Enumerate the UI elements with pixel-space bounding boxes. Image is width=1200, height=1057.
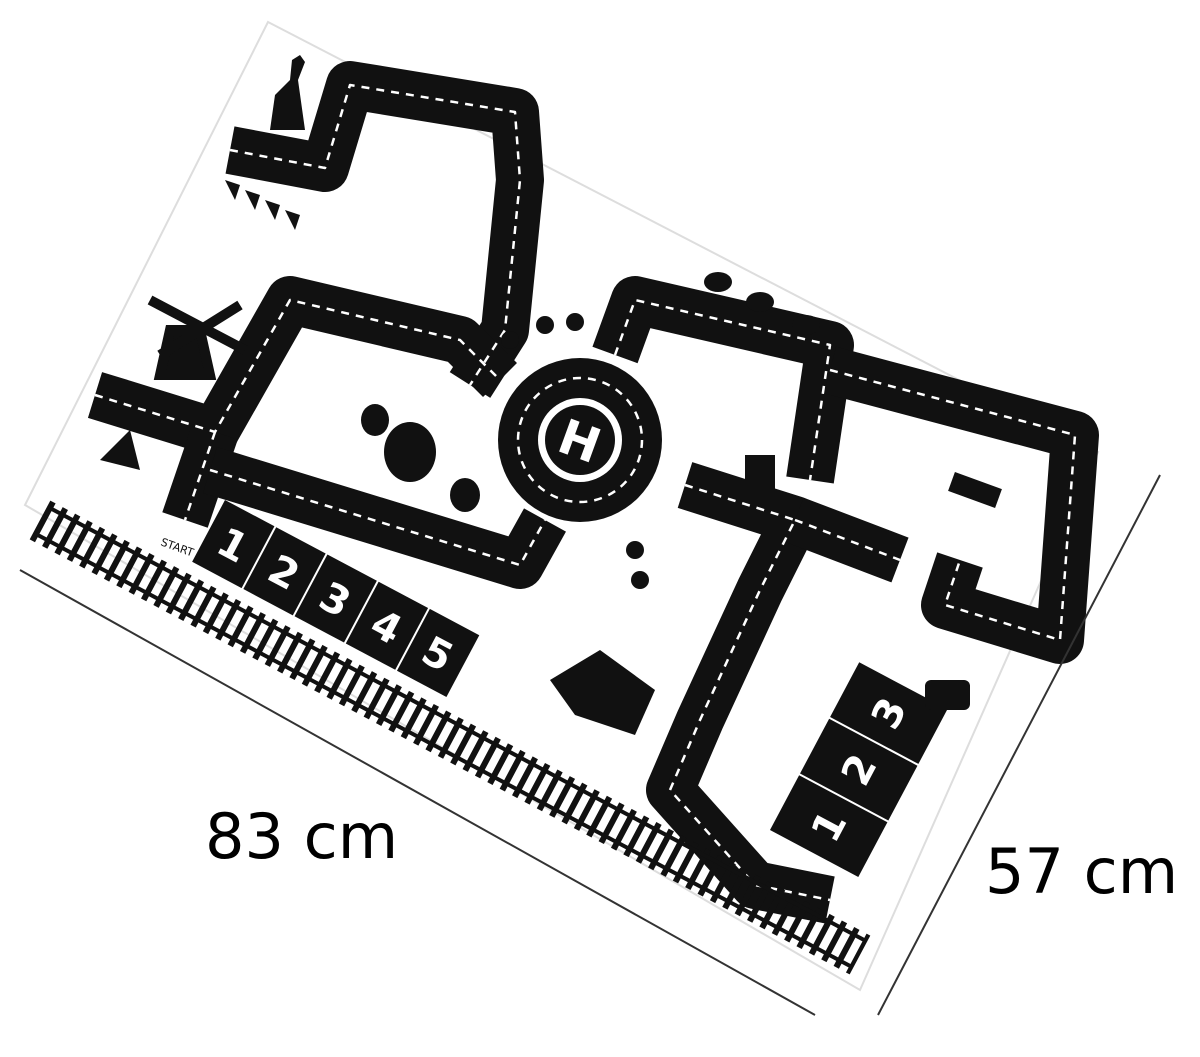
tree-icon <box>626 541 649 589</box>
width-label: 83 cm <box>205 800 399 873</box>
decorations <box>100 55 1002 735</box>
windmill-icon <box>147 295 248 380</box>
hot-air-balloon-icon <box>361 404 480 512</box>
bench-icon <box>948 472 1002 508</box>
roundabout: H <box>498 358 662 522</box>
hopscotch-left: 1 2 3 4 5 <box>192 500 480 698</box>
width-dimension-line <box>19 569 816 1016</box>
shield-marker-icon <box>225 180 300 230</box>
hopscotch-right: 1 2 3 <box>770 662 948 877</box>
height-label: 57 cm <box>985 835 1179 908</box>
traffic-barrier-icon <box>745 455 775 490</box>
sailboat-icon <box>100 430 140 470</box>
height-dimension-line <box>877 474 1161 1016</box>
flower-icon <box>501 313 584 349</box>
railway <box>29 500 871 975</box>
car-icon <box>925 680 970 710</box>
bird-icon <box>704 272 820 335</box>
giraffe-icon <box>270 55 305 130</box>
building-icon <box>550 650 655 735</box>
